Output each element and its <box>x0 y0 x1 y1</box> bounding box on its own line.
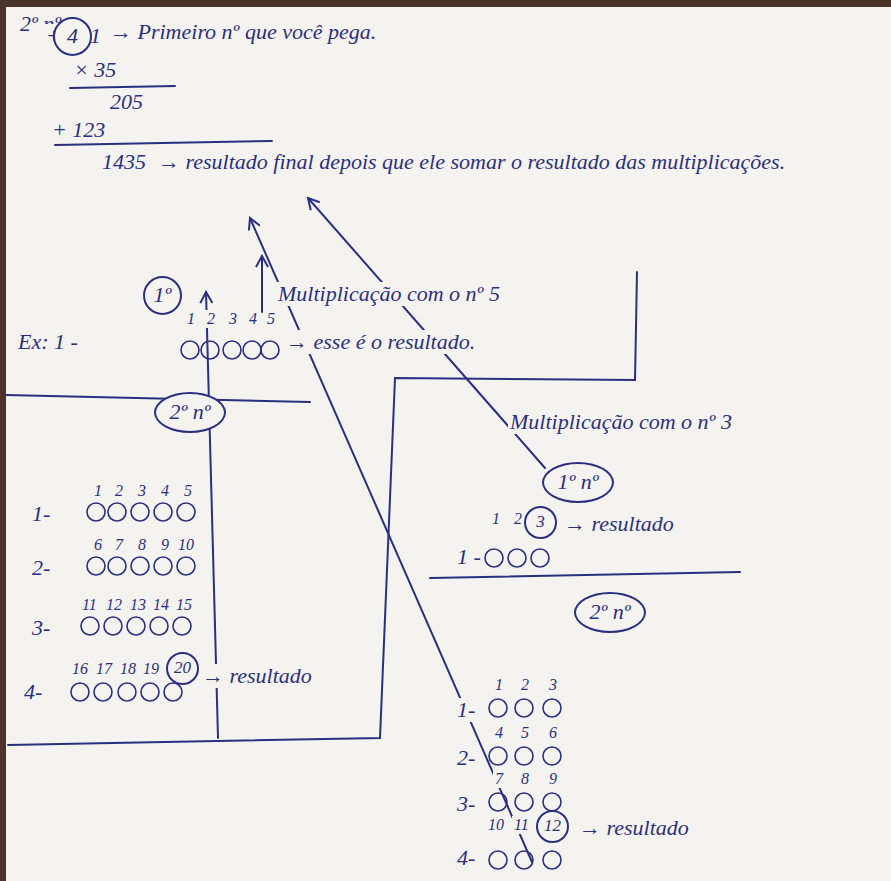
handwritten-note: 11 <box>80 596 99 614</box>
handwritten-note: 4 <box>247 310 259 328</box>
handwritten-note: 2- <box>30 556 52 580</box>
handwritten-note: 1- <box>455 698 477 722</box>
circled-mark: 2º nº <box>154 392 226 433</box>
handwritten-note: 10 <box>486 816 506 834</box>
handwritten-note: 6 <box>547 724 559 742</box>
handwritten-note: 2 <box>512 510 524 528</box>
handwritten-note: → esse é o resultado. <box>284 330 477 354</box>
handwritten-note: 1435 <box>100 150 148 174</box>
handwritten-note: 5 <box>519 724 531 742</box>
handwritten-note: 2 <box>519 676 531 694</box>
handwritten-note: 16 <box>70 660 90 678</box>
handwritten-note: 4 <box>493 724 505 742</box>
circled-text: 2º nº <box>169 400 210 424</box>
handwritten-note: 3 <box>227 310 239 328</box>
circled-text: 4 <box>67 24 78 48</box>
handwritten-note: 9 <box>547 770 559 788</box>
handwritten-note: 15 <box>174 596 194 614</box>
circled-mark: 3 <box>524 506 557 539</box>
circled-mark: 4 <box>53 17 92 56</box>
handwritten-note: 1- <box>30 502 52 526</box>
handwritten-note: 3- <box>455 792 477 816</box>
circled-mark: 1º nº <box>542 462 614 503</box>
handwritten-note: 11 <box>512 816 531 834</box>
circled-mark: 1º <box>143 276 182 315</box>
handwritten-note: Multiplicação com o nº 5 <box>276 282 502 306</box>
circled-mark: 12 <box>536 810 569 843</box>
handwritten-note: 19 <box>141 660 161 678</box>
handwritten-note: → resultado final depois que ele somar o… <box>158 149 785 174</box>
handwritten-note: 1 <box>185 310 197 328</box>
circled-mark: 20 <box>166 652 199 685</box>
circled-text: 20 <box>174 659 191 678</box>
handwritten-note: 1 <box>92 482 104 500</box>
handwritten-note: 12 <box>104 596 124 614</box>
handwritten-note: 1 <box>493 676 505 694</box>
handwritten-note: × 35 <box>72 58 118 82</box>
handwritten-note: 4- <box>22 680 44 704</box>
circled-text: 1º nº <box>557 470 598 494</box>
handwritten-note: Ex: 1 - <box>16 330 80 354</box>
handwritten-note: 3 <box>547 676 559 694</box>
handwritten-note: + 123 <box>50 118 107 142</box>
handwritten-note: 13 <box>128 596 148 614</box>
handwritten-note: 205 <box>108 90 145 114</box>
circled-text: 3 <box>536 513 545 532</box>
handwritten-note: 7 <box>493 770 505 788</box>
handwritten-note: 10 <box>176 536 196 554</box>
circled-mark: 2º nº <box>574 592 646 633</box>
circled-text: 12 <box>544 817 561 836</box>
circled-text: 1º <box>154 283 172 307</box>
handwritten-note: → resultado <box>200 664 314 688</box>
handwritten-note: 14 <box>151 596 171 614</box>
handwritten-note: 4- <box>455 846 477 870</box>
handwritten-note: → Primeiro nº que você pega. <box>108 20 378 44</box>
handwritten-note: 1 <box>490 510 502 528</box>
handwritten-note: 6 <box>92 536 104 554</box>
handwritten-note: 5 <box>182 482 194 500</box>
handwritten-note: → resultado final depois que ele somar o… <box>158 150 870 174</box>
circled-text: 2º nº <box>589 600 630 624</box>
handwritten-note: 5 <box>265 310 277 328</box>
handwritten-note: 1 - <box>455 545 483 569</box>
handwritten-note: → resultado <box>562 512 676 536</box>
handwritten-note: Multiplicação com o nº 3 <box>508 410 734 434</box>
handwritten-note: 2 <box>113 482 125 500</box>
handwritten-note: 7 <box>113 536 125 554</box>
handwritten-note: 9 <box>159 536 171 554</box>
handwritten-note: 8 <box>136 536 148 554</box>
handwritten-note: 4 <box>159 482 171 500</box>
handwritten-note: 8 <box>519 770 531 788</box>
handwritten-note: 3 <box>136 482 148 500</box>
handwritten-note: 3- <box>30 616 52 640</box>
handwritten-note: 2- <box>455 746 477 770</box>
handwritten-note: 2 <box>205 310 217 328</box>
handwritten-note: → resultado <box>577 816 691 840</box>
handwritten-note: 17 <box>94 660 114 678</box>
handwritten-note: 18 <box>118 660 138 678</box>
